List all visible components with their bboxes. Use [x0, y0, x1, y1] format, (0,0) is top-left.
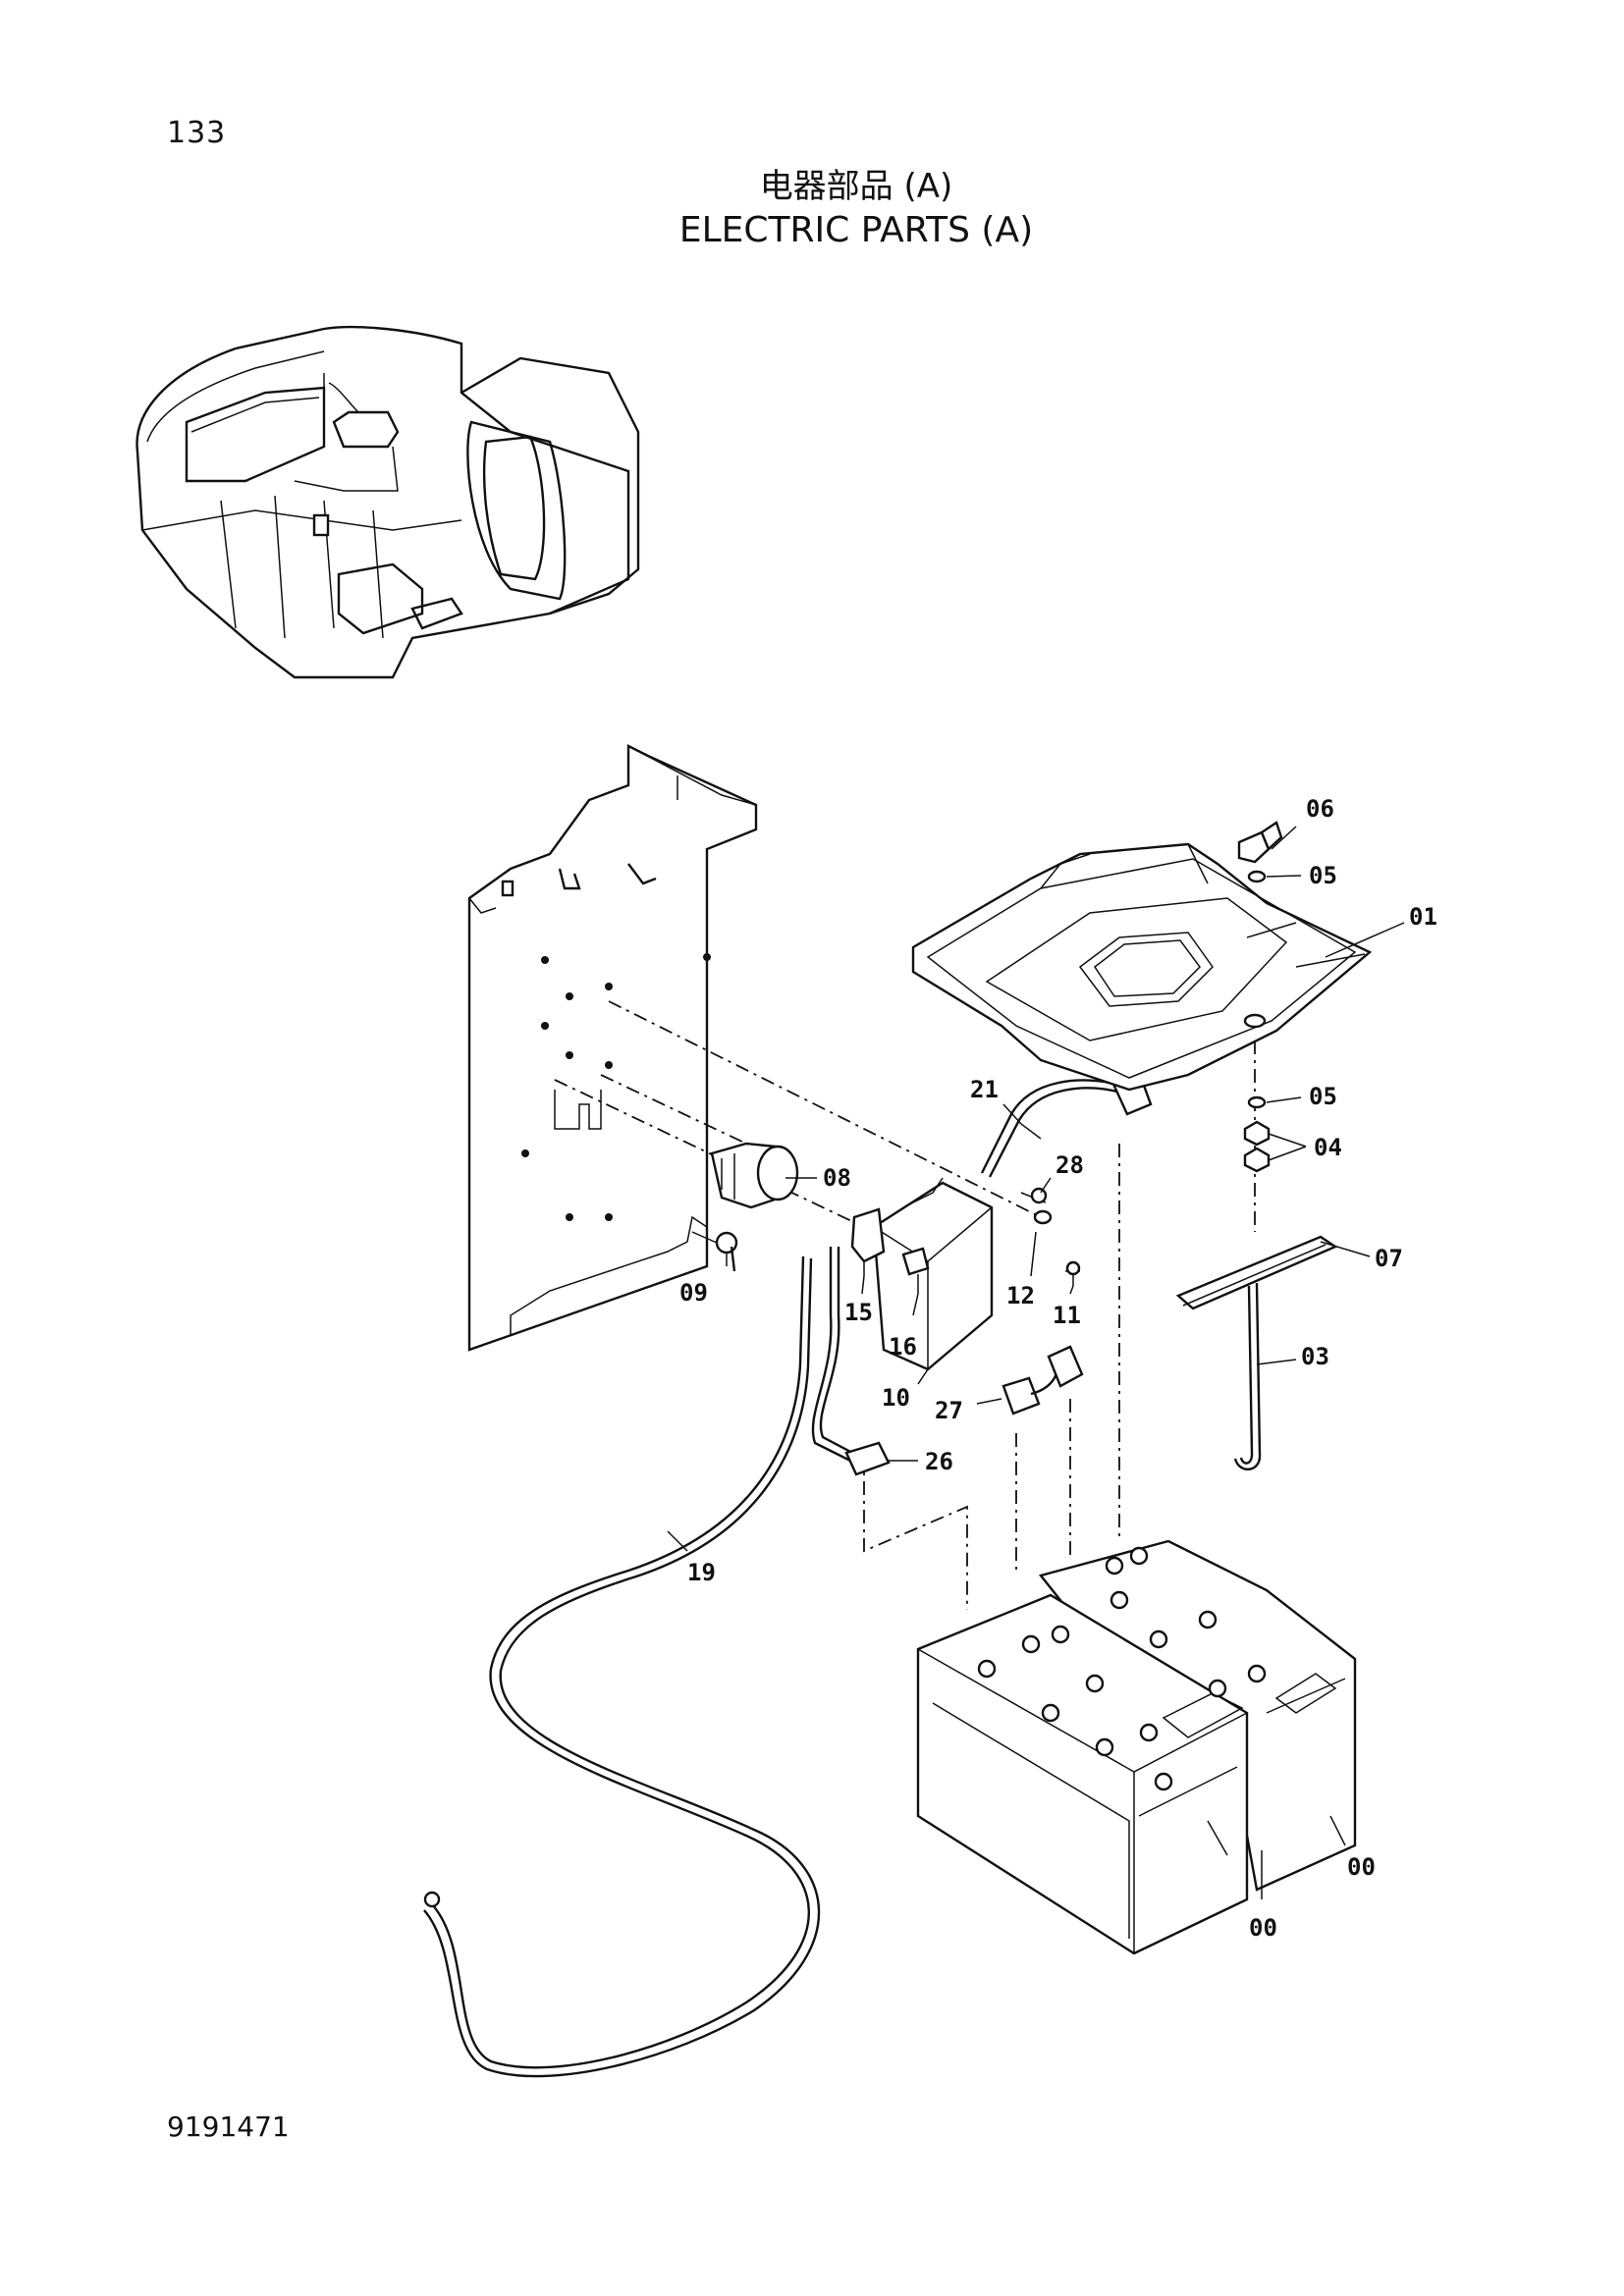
- relay-box: [850, 1177, 994, 1371]
- callout-09: 09: [679, 1279, 708, 1307]
- machine-overview-illustration: [135, 325, 640, 679]
- battery-relay: [691, 1142, 799, 1272]
- callout-00-front: 00: [1249, 1914, 1277, 1942]
- callout-01: 01: [1409, 903, 1437, 931]
- callout-08: 08: [823, 1164, 851, 1192]
- callout-28: 28: [1056, 1151, 1084, 1179]
- callout-12: 12: [1006, 1282, 1035, 1309]
- small-fasteners: [1020, 1187, 1081, 1286]
- page-number: 133: [167, 116, 227, 150]
- hold-down-bracket: [1175, 1235, 1338, 1470]
- cable-27: [1001, 1345, 1084, 1415]
- callout-19: 19: [687, 1559, 716, 1586]
- centre-lines: [554, 898, 1256, 1610]
- batteries: [916, 1539, 1357, 1955]
- callout-16: 16: [889, 1333, 917, 1361]
- cable-26: [811, 1247, 891, 1476]
- callout-00-right: 00: [1347, 1853, 1376, 1881]
- page-title-chinese: 电器部品 (A): [759, 167, 953, 206]
- hardware-stack: [1237, 821, 1283, 1173]
- callout-21: 21: [970, 1076, 999, 1103]
- callout-06: 06: [1306, 795, 1334, 823]
- callout-04: 04: [1314, 1134, 1342, 1161]
- callout-15: 15: [844, 1299, 873, 1326]
- page-title-english: ELECTRIC PARTS (A): [678, 210, 1034, 250]
- callout-11: 11: [1053, 1302, 1081, 1329]
- leader-lines: [667, 826, 1405, 1856]
- callout-10: 10: [882, 1384, 910, 1412]
- callout-05-upper: 05: [1309, 862, 1337, 889]
- ground-cable: [423, 1255, 821, 2078]
- battery-cover: [911, 842, 1373, 1092]
- document-id: 9191471: [167, 2110, 290, 2143]
- callout-05-lower: 05: [1309, 1083, 1337, 1110]
- callout-26: 26: [925, 1448, 953, 1475]
- callout-labels: 06 05 01 05 04 07 03 21 28 08 09 15 16 1…: [679, 795, 1437, 1942]
- callout-27: 27: [935, 1397, 963, 1424]
- mounting-plate: [467, 744, 758, 1352]
- callout-03: 03: [1301, 1343, 1329, 1370]
- callout-07: 07: [1375, 1245, 1403, 1272]
